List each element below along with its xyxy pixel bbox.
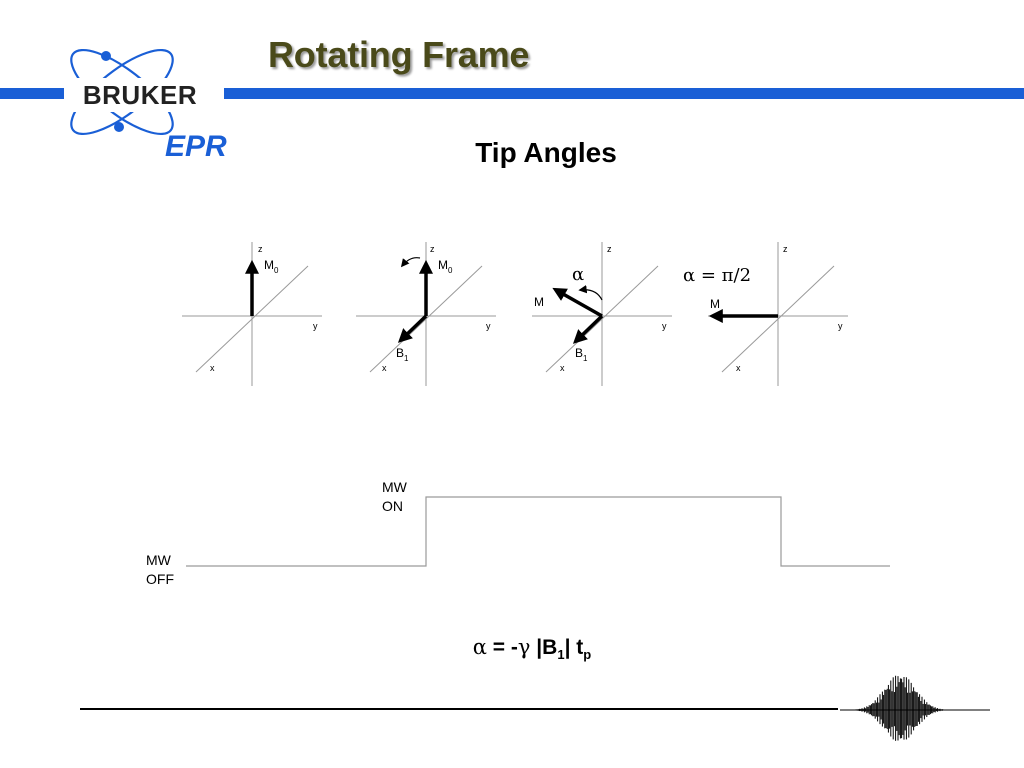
b1-label: B1 bbox=[575, 346, 588, 363]
pulse-waveform bbox=[186, 496, 890, 567]
electron-dot-icon bbox=[101, 51, 111, 61]
tip-angle-label: α = π/2 bbox=[683, 265, 751, 286]
z-axis-label: z bbox=[258, 244, 263, 254]
electron-dot-icon bbox=[114, 122, 124, 132]
x-axis-label: x bbox=[736, 363, 741, 373]
y-axis-label: y bbox=[486, 321, 491, 331]
header-bar-right bbox=[224, 88, 1024, 99]
logo-company-text: BRUKER bbox=[83, 80, 197, 110]
rotation-arrow-icon bbox=[400, 257, 421, 268]
b1-field-vector bbox=[572, 314, 604, 344]
magnetization-label: M bbox=[710, 297, 720, 311]
footer-rule bbox=[80, 708, 838, 710]
header-bar-left bbox=[0, 88, 64, 99]
page-title: Rotating Frame bbox=[268, 34, 530, 75]
x-axis bbox=[545, 265, 659, 373]
fid-signal-icon bbox=[840, 675, 990, 741]
diagram-1: z y x M0 bbox=[182, 242, 322, 386]
mw-off-label: MW OFF bbox=[146, 552, 175, 587]
magnetization-label: M bbox=[534, 295, 544, 309]
z-axis-label: z bbox=[783, 244, 788, 254]
z-axis-label: z bbox=[607, 244, 612, 254]
magnetization-label: M0 bbox=[264, 258, 279, 275]
b1-label: B1 bbox=[396, 346, 409, 363]
diagram-3: z y x α M B1 bbox=[532, 242, 672, 386]
magnetization-vector bbox=[552, 287, 603, 318]
magnetization-label: M0 bbox=[438, 258, 453, 275]
mw-pulse-diagram: MW ON MW OFF bbox=[146, 479, 890, 587]
tip-angle-label: α bbox=[572, 264, 584, 285]
z-axis-label: z bbox=[430, 244, 435, 254]
x-axis bbox=[195, 265, 309, 373]
y-axis-label: y bbox=[838, 321, 843, 331]
bruker-logo: BRUKER EPR bbox=[66, 48, 227, 163]
x-axis bbox=[721, 265, 835, 373]
slide-subtitle: Tip Angles bbox=[475, 137, 617, 168]
y-axis-label: y bbox=[662, 321, 667, 331]
rotation-arrow-icon bbox=[578, 285, 603, 301]
diagram-2: z y x M0 B1 bbox=[356, 242, 496, 386]
tip-angle-formula: α = -γ |B1| tp bbox=[472, 635, 592, 663]
x-axis-label: x bbox=[560, 363, 565, 373]
x-axis-label: x bbox=[210, 363, 215, 373]
diagram-4: z y x α = π/2 M bbox=[683, 242, 848, 386]
y-axis-label: y bbox=[313, 321, 318, 331]
x-axis-label: x bbox=[382, 363, 387, 373]
x-axis bbox=[369, 265, 483, 373]
mw-on-label: MW ON bbox=[382, 479, 411, 514]
tip-angle-diagrams: z y x M0 z y x M0 B1 z bbox=[182, 242, 848, 386]
b1-field-vector bbox=[397, 314, 428, 343]
logo-product-text: EPR bbox=[165, 130, 227, 163]
